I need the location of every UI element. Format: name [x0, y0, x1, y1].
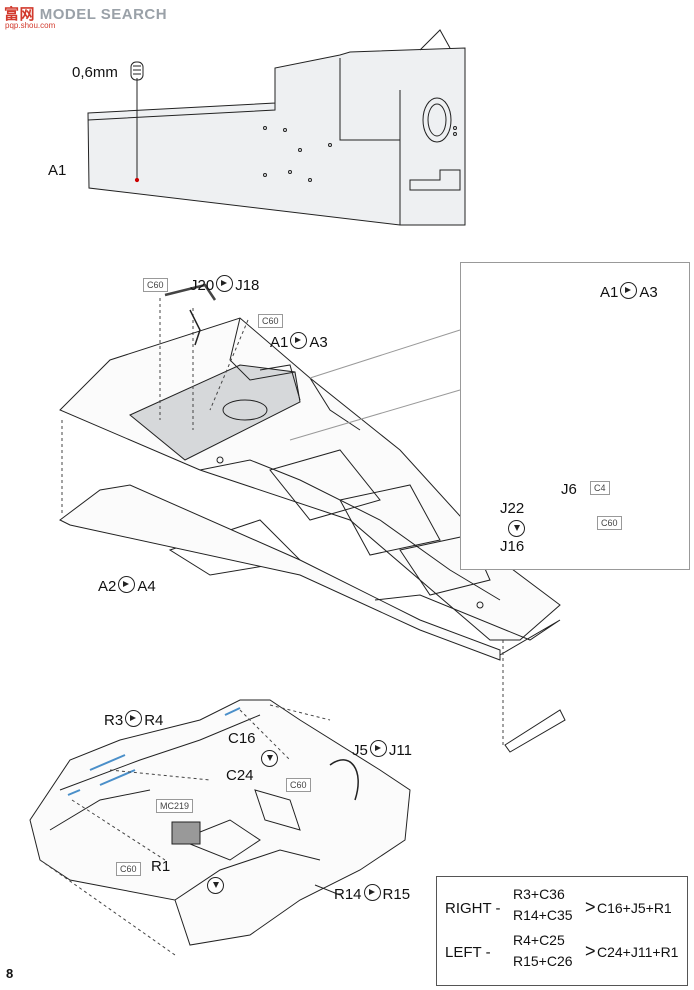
swap-arrow-icon [363, 884, 381, 901]
label-r14-r15: R14 R15 [334, 884, 410, 903]
label-r1: R1 [151, 858, 171, 875]
code-c60-top: C60 [143, 278, 168, 292]
label-r15: R15 [382, 886, 411, 903]
inset-code-c60: C60 [597, 516, 622, 530]
table-left-a: R4+C25 [513, 932, 565, 948]
table-right-a: R3+C36 [513, 886, 565, 902]
label-a1: A1 [270, 334, 289, 351]
table-right-b: R14+C35 [513, 907, 573, 923]
wing-part-a1 [87, 29, 466, 226]
label-r3-r4: R3 R4 [104, 710, 163, 729]
page-number: 8 [6, 966, 14, 981]
label-a2: A2 [98, 578, 117, 595]
swap-arrow-icon [620, 282, 638, 299]
swap-arrow-icon [369, 740, 387, 757]
table-left-b: R15+C26 [513, 953, 573, 969]
swap-arrow-icon [508, 520, 525, 537]
main-wing-assembly [59, 283, 566, 753]
table-left-result: C24+J11+R1 [597, 944, 679, 960]
code-c60-mid: C60 [258, 314, 283, 328]
label-r3: R3 [104, 712, 124, 729]
label-j11: J11 [388, 742, 412, 759]
label-c16: C16 [228, 730, 256, 747]
code-c60-fuselage-b: C60 [116, 862, 141, 876]
watermark-text: MODEL SEARCH [39, 6, 168, 23]
code-c60-fuselage-a: C60 [286, 778, 311, 792]
table-right-result: C16+J5+R1 [597, 900, 672, 916]
inset-detail-box [460, 262, 690, 570]
label-c24: C24 [226, 767, 254, 784]
inset-label-j22: J22 [500, 500, 525, 517]
thickness-label: 0,6mm [72, 64, 118, 81]
swap-arrow-icon [125, 710, 143, 727]
part-a1-label: A1 [48, 162, 67, 179]
label-j20: J20 [190, 277, 215, 294]
inset-label-a1-a3: A1 A3 [600, 282, 658, 301]
swap-arrow-icon [290, 332, 308, 349]
inset-label-j6: J6 [561, 481, 577, 498]
inset-label-a1: A1 [600, 284, 619, 301]
bracket-icon: > [585, 897, 596, 917]
watermark-brand: 富网 MODEL SEARCH [4, 3, 167, 24]
label-j5: J5 [352, 742, 368, 759]
label-a3: A3 [309, 334, 328, 351]
label-a2-a4: A2 A4 [98, 576, 156, 595]
label-r4: R4 [144, 712, 164, 729]
watermark-logo-a: 富 [4, 6, 20, 23]
table-left-label: LEFT - [445, 944, 491, 961]
bracket-icon: > [585, 941, 596, 961]
label-j20-j18: J20 J18 [190, 275, 259, 294]
table-right-label: RIGHT - [445, 900, 501, 917]
label-j18: J18 [235, 277, 260, 294]
watermark-logo-b: 网 [19, 6, 36, 23]
inset-label-a3: A3 [639, 284, 658, 301]
swap-arrow-icon [216, 275, 234, 292]
label-a4: A4 [137, 578, 156, 595]
swap-arrow-icon [206, 877, 224, 894]
label-j5-j11: J5 J11 [352, 740, 412, 759]
label-a1-a3: A1 A3 [270, 332, 328, 351]
watermark-url: pqp.shou.com [5, 21, 56, 30]
label-r14: R14 [334, 886, 362, 903]
side-assignment-table: RIGHT - R3+C36 R14+C35 > C16+J5+R1 LEFT … [436, 876, 688, 986]
inset-code-c4: C4 [590, 481, 610, 495]
fuselage-assembly [29, 699, 411, 956]
code-mc219: MC219 [156, 799, 194, 813]
inset-label-j16: J16 [500, 538, 525, 555]
swap-arrow-icon [118, 576, 136, 593]
